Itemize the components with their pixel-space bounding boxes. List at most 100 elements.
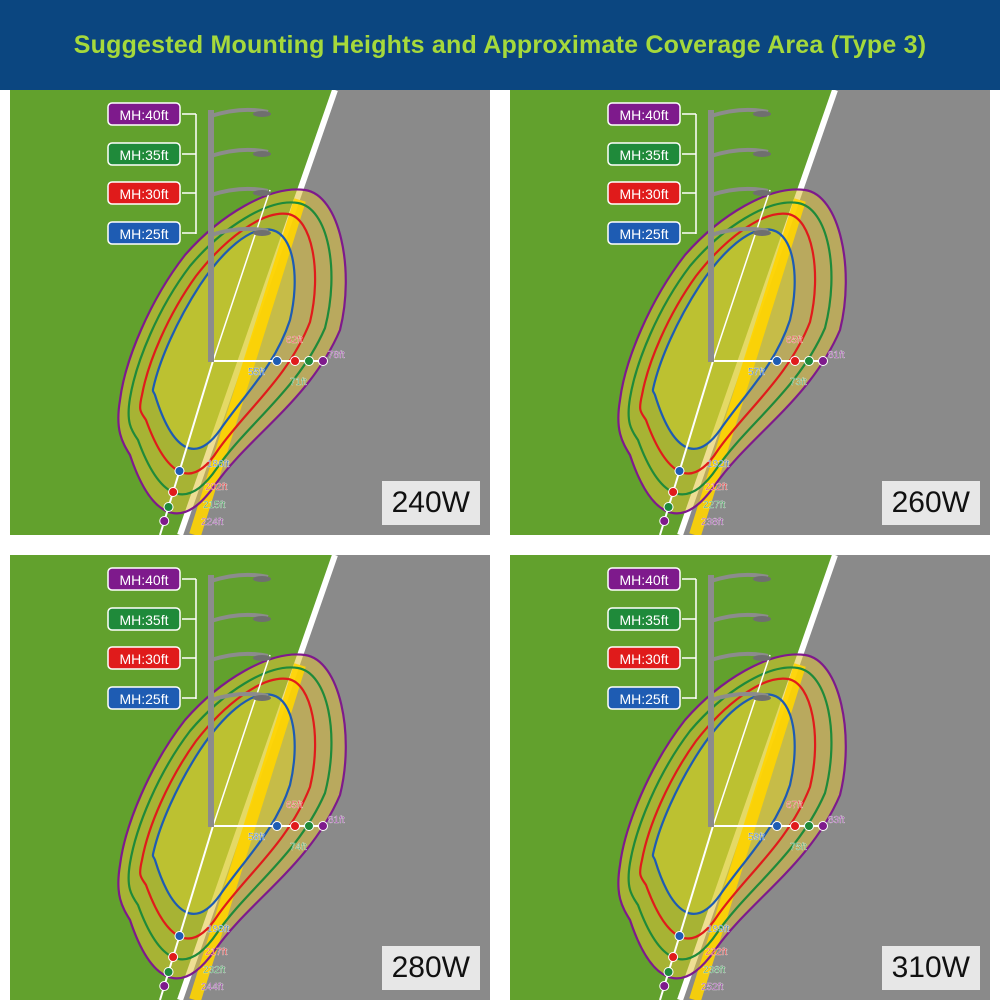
- mh25-side-distance: 59ft: [748, 832, 765, 843]
- mh25-contour: [151, 228, 296, 450]
- mh35-along-distance: 227ft: [703, 500, 725, 511]
- mh35-along-marker: [663, 502, 674, 512]
- luminaire-head: [253, 655, 271, 661]
- mh30-side-distance: 67ft: [786, 800, 803, 811]
- mh40-contour: [117, 188, 347, 515]
- mh35-side-marker: [304, 821, 314, 831]
- wattage-label: 310W: [881, 946, 980, 990]
- light-pole: [708, 575, 714, 827]
- light-coverage-core: [652, 229, 795, 449]
- mh35-side-marker: [804, 821, 814, 831]
- mh30-along-marker: [668, 952, 679, 962]
- coverage-diagram: MH:40ftMH:35ftMH:30ftMH:25ft55ft62ft71ft…: [10, 90, 490, 535]
- mh30-along-distance: 202ft: [205, 482, 227, 493]
- mh40-side-marker: [318, 356, 328, 366]
- luminaire-head: [253, 151, 271, 157]
- mh-label-box: [107, 102, 181, 126]
- coverage-diagram: MH:40ftMH:35ftMH:30ftMH:25ft58ft65ft74ft…: [10, 555, 490, 1000]
- mh25-side-distance: 55ft: [248, 367, 265, 378]
- mh30-along-marker: [168, 487, 179, 497]
- mh35-side-distance: 73ft: [790, 377, 807, 388]
- mh-label: MH:25ft: [619, 226, 668, 242]
- mh35-contour: [127, 201, 333, 496]
- mh-label: MH:35ft: [619, 147, 668, 163]
- mh30-contour: [639, 212, 817, 475]
- mh40-along-marker: [159, 981, 170, 991]
- luminaire-head: [753, 576, 771, 582]
- mh35-along-marker: [663, 967, 674, 977]
- mh-label: MH:40ft: [119, 572, 168, 588]
- mh30-along-distance: 217ft: [205, 947, 227, 958]
- luminaire-head: [753, 151, 771, 157]
- luminaire-head: [753, 190, 771, 196]
- mh25-along-marker: [674, 931, 685, 941]
- mh25-side-distance: 57ft: [748, 367, 765, 378]
- mh-label-box: [607, 686, 681, 710]
- mh-label-box: [607, 567, 681, 591]
- mh40-contour: [117, 653, 347, 980]
- mh-label: MH:35ft: [619, 612, 668, 628]
- mh40-side-marker: [818, 821, 828, 831]
- mh25-along-distance: 199ft: [707, 924, 729, 935]
- mh-label-box: [607, 221, 681, 245]
- mh-label-box: [107, 607, 181, 631]
- mh25-side-marker: [272, 821, 282, 831]
- mh35-side-marker: [304, 356, 314, 366]
- mh35-side-distance: 71ft: [290, 377, 307, 388]
- along-guide-line: [712, 189, 771, 362]
- mh35-along-distance: 215ft: [203, 500, 225, 511]
- mh30-contour: [139, 677, 317, 940]
- luminaire-head: [253, 616, 271, 622]
- mh-label: MH:30ft: [619, 186, 668, 202]
- mh-label-box: [607, 607, 681, 631]
- light-pole: [708, 110, 714, 362]
- along-guide-line: [212, 189, 271, 362]
- luminaire-head: [253, 111, 271, 117]
- light-coverage-fill: [118, 654, 346, 979]
- mh35-along-distance: 238ft: [703, 965, 725, 976]
- mh-label-box: [607, 646, 681, 670]
- mh30-contour: [139, 212, 317, 475]
- mh40-along-distance: 238ft: [701, 517, 723, 528]
- mh25-along-distance: 198ft: [207, 924, 229, 935]
- mh-label: MH:30ft: [119, 651, 168, 667]
- center-line: [189, 198, 306, 535]
- mh-label-box: [107, 142, 181, 166]
- mh40-side-distance: 81ft: [828, 350, 845, 361]
- mh30-side-distance: 65ft: [286, 800, 303, 811]
- mh25-along-distance: 186ft: [207, 459, 229, 470]
- header-banner: Suggested Mounting Heights and Approxima…: [0, 0, 1000, 90]
- mh-label: MH:40ft: [619, 107, 668, 123]
- mh-label: MH:35ft: [119, 147, 168, 163]
- light-coverage-core: [652, 694, 795, 914]
- mh40-side-marker: [818, 356, 828, 366]
- light-pole: [208, 110, 214, 362]
- mh30-side-marker: [290, 356, 300, 366]
- mh-label-box: [107, 686, 181, 710]
- mh-label-box: [107, 181, 181, 205]
- mh-label-box: [607, 102, 681, 126]
- light-coverage-core: [152, 229, 295, 449]
- mh30-side-distance: 65ft: [786, 335, 803, 346]
- mh25-along-marker: [174, 931, 185, 941]
- along-guide-line: [712, 654, 771, 827]
- mh30-contour: [639, 677, 817, 940]
- mh35-contour: [127, 666, 333, 961]
- mh-label: MH:40ft: [119, 107, 168, 123]
- light-coverage-core: [152, 694, 295, 914]
- luminaire-head: [253, 576, 271, 582]
- mh-label: MH:30ft: [119, 186, 168, 202]
- mh25-along-distance: 192ft: [707, 459, 729, 470]
- mh-label: MH:30ft: [619, 651, 668, 667]
- wattage-label: 280W: [381, 946, 480, 990]
- mh30-along-marker: [168, 952, 179, 962]
- mh40-along-marker: [159, 516, 170, 526]
- mh25-contour: [651, 693, 796, 915]
- mh30-side-marker: [790, 821, 800, 831]
- center-line: [189, 663, 306, 1000]
- light-coverage-fill: [618, 189, 846, 514]
- mh-label-box: [107, 567, 181, 591]
